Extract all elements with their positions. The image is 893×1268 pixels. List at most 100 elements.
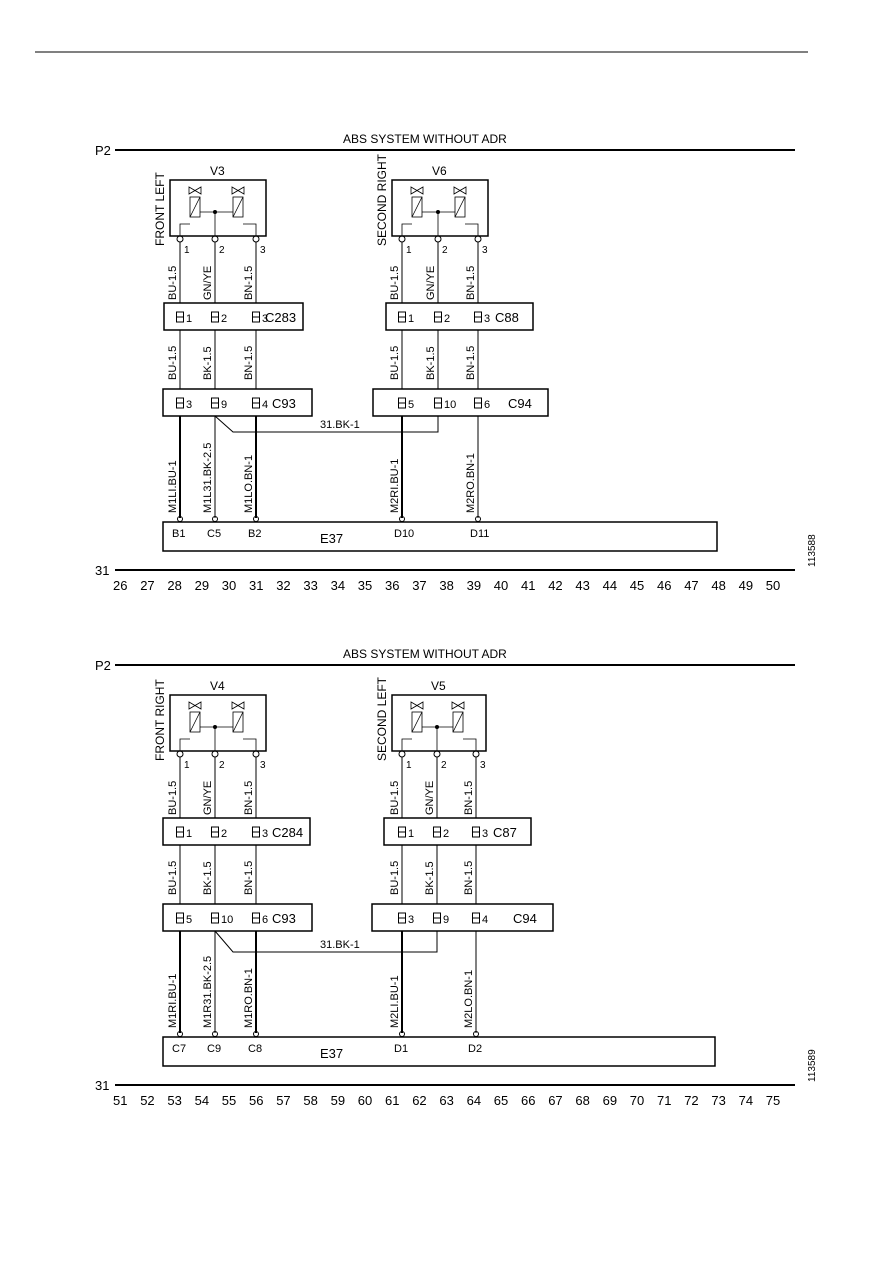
grid-scale-number: 49 <box>739 578 753 593</box>
connector-a-pin-number: 1 <box>186 313 192 325</box>
valve-left-coil <box>189 711 201 733</box>
grid-scale-number: 64 <box>467 1093 481 1108</box>
wire-label-lower: M1RO.BN-1 <box>243 968 255 1028</box>
wire-label-middle: BU-1.5 <box>167 861 179 895</box>
connector-b-pin-number: 6 <box>262 914 268 926</box>
wire-label-upper: BU-1.5 <box>389 781 401 815</box>
wire-label-middle: BN-1.5 <box>465 346 477 380</box>
valve-inner-wire <box>243 738 257 751</box>
valve-pin-number: 1 <box>184 760 190 771</box>
connector-a-name: C283 <box>265 310 296 325</box>
valve-housing <box>391 694 487 752</box>
valve-name: V6 <box>432 164 447 178</box>
connector-a-housing <box>383 817 532 846</box>
valve-pin-number: 3 <box>480 760 486 771</box>
grid-scale-number: 60 <box>358 1093 372 1108</box>
ecu-pin-label: D10 <box>394 528 414 540</box>
valve-left-coil-diag <box>189 196 201 218</box>
cross-wire <box>214 415 439 433</box>
bottom-rail-label: 31 <box>95 563 109 578</box>
valve-pin-number: 3 <box>260 760 266 771</box>
connector-b-pin-number: 10 <box>444 399 456 411</box>
grid-scale-number: 63 <box>439 1093 453 1108</box>
connector-a-pin-number: 2 <box>221 828 227 840</box>
valve-pin-number: 2 <box>219 760 225 771</box>
wire-label-middle: BU-1.5 <box>389 861 401 895</box>
valve-left-coil-diag <box>411 196 423 218</box>
diagram-title: ABS SYSTEM WITHOUT ADR <box>343 647 507 661</box>
connector-a-pin-number: 1 <box>186 828 192 840</box>
grid-scale-number: 43 <box>575 578 589 593</box>
wire-label-middle: BK-1.5 <box>425 346 437 380</box>
grid-scale-number: 31 <box>249 578 263 593</box>
grid-scale-number: 26 <box>113 578 127 593</box>
valve-name: V5 <box>431 679 446 693</box>
grid-scale-number: 62 <box>412 1093 426 1108</box>
grid-scale-number: 67 <box>548 1093 562 1108</box>
valve-pin-terminal <box>398 750 406 758</box>
valve-left-coil <box>189 196 201 218</box>
valve-pin-terminal <box>211 235 219 243</box>
wire-label-middle: BU-1.5 <box>389 346 401 380</box>
valve-pin-terminal <box>472 750 480 758</box>
valve-inner-wire <box>243 223 257 236</box>
grid-scale-number: 34 <box>331 578 345 593</box>
connector-b-pin-number: 6 <box>484 399 490 411</box>
valve-pin-terminal <box>211 750 219 758</box>
grid-scale-number: 28 <box>167 578 181 593</box>
valve-right-coil <box>454 196 466 218</box>
valve-housing <box>169 179 267 237</box>
ecu-pin-label: C9 <box>207 1043 221 1055</box>
connector-a-name: C87 <box>493 825 517 840</box>
valve-pin-terminal <box>252 235 260 243</box>
wire-label-upper: BU-1.5 <box>167 266 179 300</box>
valve-pin-number: 3 <box>260 245 266 256</box>
connector-b-housing <box>162 388 313 417</box>
grid-scale-number: 57 <box>276 1093 290 1108</box>
connector-b-name: C93 <box>272 911 296 926</box>
grid-scale-number: 58 <box>303 1093 317 1108</box>
connector-a-name: C284 <box>272 825 303 840</box>
grid-scale-number: 42 <box>548 578 562 593</box>
wire-label-middle: BN-1.5 <box>243 346 255 380</box>
ecu-pin-label: D11 <box>470 528 489 540</box>
grid-scale-number: 54 <box>195 1093 209 1108</box>
wire-label-lower: M2LI.BU-1 <box>389 975 401 1028</box>
valve-pin-number: 1 <box>406 760 412 771</box>
connector-a-pin-number: 2 <box>221 313 227 325</box>
connector-a-pin-number: 3 <box>484 313 490 325</box>
grid-scale-number: 35 <box>358 578 372 593</box>
grid-scale-number: 27 <box>140 578 154 593</box>
grid-scale-number: 66 <box>521 1093 535 1108</box>
grid-scale-number: 53 <box>167 1093 181 1108</box>
grid-scale-number: 37 <box>412 578 426 593</box>
valve-inner-wire <box>401 738 412 751</box>
grid-scale-number: 55 <box>222 1093 236 1108</box>
wire-label-middle: BK-1.5 <box>202 861 214 895</box>
connector-b-pin-number: 3 <box>408 914 414 926</box>
valve-pin-number: 2 <box>441 760 447 771</box>
valve-right-coil-diag <box>232 196 244 218</box>
wire-label-upper: BN-1.5 <box>463 781 475 815</box>
grid-scale-number: 44 <box>603 578 617 593</box>
valve-pin-number: 2 <box>442 245 448 256</box>
connector-b-pin-number: 10 <box>221 914 233 926</box>
grid-scale-number: 71 <box>657 1093 671 1108</box>
valve-pin-terminal <box>434 235 442 243</box>
connector-a-pin-number: 2 <box>443 828 449 840</box>
grid-scale-number: 48 <box>711 578 725 593</box>
connector-a-housing <box>385 302 534 331</box>
grid-scale-number: 39 <box>467 578 481 593</box>
top-rail-label: P2 <box>95 658 111 673</box>
valve-housing <box>391 179 489 237</box>
valve-right-valve-glyph <box>231 701 245 710</box>
ecu-pin-label: C8 <box>248 1043 262 1055</box>
valve-left-coil-diag <box>411 711 423 733</box>
wire-label-upper: GN/YE <box>424 781 436 815</box>
valve-left-valve-glyph <box>410 186 424 195</box>
valve-pin-number: 1 <box>184 245 190 256</box>
wire-label-upper: GN/YE <box>202 266 214 300</box>
